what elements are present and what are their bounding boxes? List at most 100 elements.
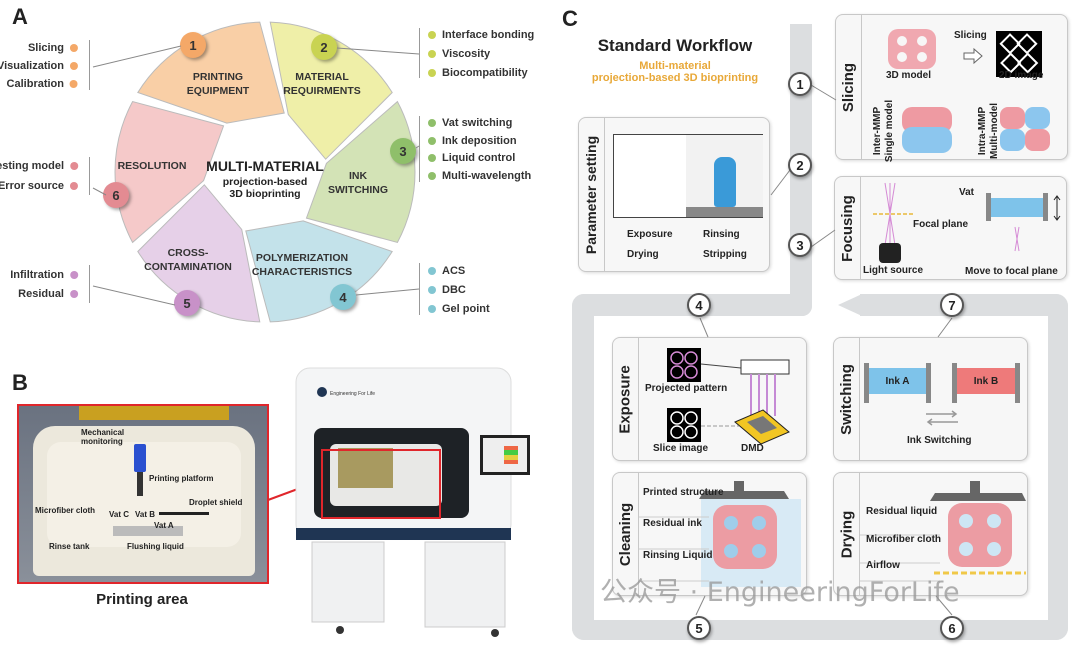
- bioprinter-illustration: Engineering For Life: [267, 367, 530, 637]
- wheel-segment-6: [114, 100, 225, 244]
- light-source-label: Light source: [863, 265, 924, 276]
- bullet-dot-icon: [70, 62, 78, 71]
- bullet-dot-icon: [428, 267, 436, 276]
- wheel-segment-3: [305, 100, 416, 244]
- segment-resolution: RESOLUTION: [117, 160, 187, 172]
- focusing-title: Focusing: [839, 194, 857, 262]
- printing-area-caption: Printing area: [96, 591, 188, 608]
- bullet-dot-icon: [428, 119, 436, 128]
- panel-c-label: C: [562, 6, 578, 31]
- center-subtitle-1: projection-based: [222, 176, 308, 188]
- bullet-dot-icon: [428, 137, 436, 146]
- printer-brand-text: Engineering For Life: [330, 391, 375, 397]
- callout-vat-c: Vat C: [109, 510, 130, 519]
- step-2-marker: 2: [788, 153, 812, 177]
- drying-box: Drying Residual liquid Microfiber cloth …: [833, 472, 1028, 596]
- arrow-left-icon: [838, 294, 862, 316]
- vat-label: Vat: [959, 187, 975, 198]
- software-screenshot: [613, 134, 763, 218]
- bullet-dot-icon: [428, 172, 436, 181]
- ink-b: Ink B: [957, 368, 1015, 394]
- workflow-subtitle-1: Multi-material: [639, 60, 711, 72]
- callout-cloth: Microfiber cloth: [35, 506, 96, 515]
- list-item: Multi-wavelength: [428, 169, 531, 183]
- wheel-segment-2: [269, 21, 393, 160]
- rinsing-liquid-label: Rinsing Liquid: [643, 550, 713, 561]
- list-item: ACS: [428, 264, 465, 278]
- cleaning-title: Cleaning: [617, 502, 634, 566]
- list-item: Biocompatibility: [428, 66, 528, 80]
- ink-switching-label: Ink Switching: [907, 435, 972, 446]
- cleaning-box: Cleaning Printed structure Residual ink …: [612, 472, 807, 596]
- callout-shield: Droplet shield: [189, 498, 243, 507]
- list-item: Testing model: [0, 159, 78, 173]
- callout-platform: Printing platform: [149, 474, 214, 483]
- slicing-2d-image: 2D image: [999, 70, 1044, 81]
- bullet-dot-icon: [70, 271, 78, 280]
- parameter-setting-box: Parameter setting Exposure Rinsing Dryin…: [578, 117, 770, 272]
- microfiber-cloth-label: Microfiber cloth: [866, 534, 942, 545]
- workflow-title: Standard Workflow: [597, 36, 753, 55]
- wheel-center: MULTI-MATERIAL projection-based 3D biopr…: [206, 158, 324, 200]
- list-item: Liquid control: [428, 151, 515, 165]
- badge-2: 2: [311, 34, 337, 60]
- swap-arrows-icon: [926, 410, 958, 426]
- airflow-label: Airflow: [866, 560, 900, 571]
- bullet-dot-icon: [428, 286, 436, 295]
- step-3-marker: 3: [788, 233, 812, 257]
- list-item: Vat switching: [428, 116, 512, 130]
- callout-vat-b: Vat B: [135, 510, 156, 519]
- parameter-title: Parameter setting: [583, 135, 600, 254]
- step-5-marker: 5: [687, 616, 711, 640]
- drying-title: Drying: [838, 510, 856, 558]
- callout-rinse: Rinse tank: [49, 542, 90, 551]
- bullet-dot-icon: [70, 182, 78, 191]
- bullet-dot-icon: [428, 31, 436, 40]
- center-title: MULTI-MATERIAL: [206, 158, 324, 174]
- center-subtitle-2: 3D bioprinting: [229, 188, 301, 200]
- projected-pattern-label: Projected pattern: [645, 383, 728, 394]
- switching-box: Switching Ink A Ink B Ink Switching: [833, 337, 1028, 461]
- step-7-marker: 7: [940, 293, 964, 317]
- bullet-dot-icon: [70, 80, 78, 89]
- bullet-dot-icon: [428, 154, 436, 163]
- list-item: Viscosity: [428, 47, 490, 61]
- slice-image-label: Slice image: [653, 443, 709, 454]
- badge-5: 5: [174, 290, 200, 316]
- badge-1: 1: [180, 32, 206, 58]
- param-drying: Drying: [627, 249, 659, 260]
- callout-vat-a: Vat A: [154, 521, 174, 530]
- list-item: Gel point: [428, 302, 490, 316]
- slicing-3d-model: 3D model: [886, 70, 932, 81]
- bullet-dot-icon: [428, 305, 436, 314]
- bullet-dot-icon: [70, 162, 78, 171]
- callout-flushing: Flushing liquid: [127, 542, 184, 551]
- switching-title: Switching: [838, 363, 855, 435]
- badge-4: 4: [330, 284, 356, 310]
- list-item: Visualization: [0, 59, 78, 73]
- panel-b-label: B: [12, 370, 28, 395]
- workflow-subtitle-2: projection-based 3D bioprinting: [591, 72, 759, 84]
- residual-liquid-label: Residual liquid: [866, 506, 938, 517]
- exposure-box: Exposure Projected pattern Slice image D…: [612, 337, 807, 461]
- list-item: Error source: [0, 179, 78, 193]
- move-focal-label: Move to focal plane: [965, 266, 1058, 277]
- focusing-box: Focusing Focal plane Vat Light source Mo…: [834, 176, 1067, 280]
- list-item: Interface bonding: [428, 28, 534, 42]
- list-item: Infiltration: [10, 268, 78, 282]
- slicing-action: Slicing: [954, 30, 987, 41]
- slicing-title: Slicing: [840, 62, 857, 112]
- step-6-marker: 6: [940, 616, 964, 640]
- watermark: 公众号 · EngineeringForLife: [600, 577, 960, 608]
- param-exposure: Exposure: [627, 229, 673, 240]
- list-item: Calibration: [7, 77, 78, 91]
- exposure-title: Exposure: [617, 364, 635, 434]
- list-item: Slicing: [28, 41, 78, 55]
